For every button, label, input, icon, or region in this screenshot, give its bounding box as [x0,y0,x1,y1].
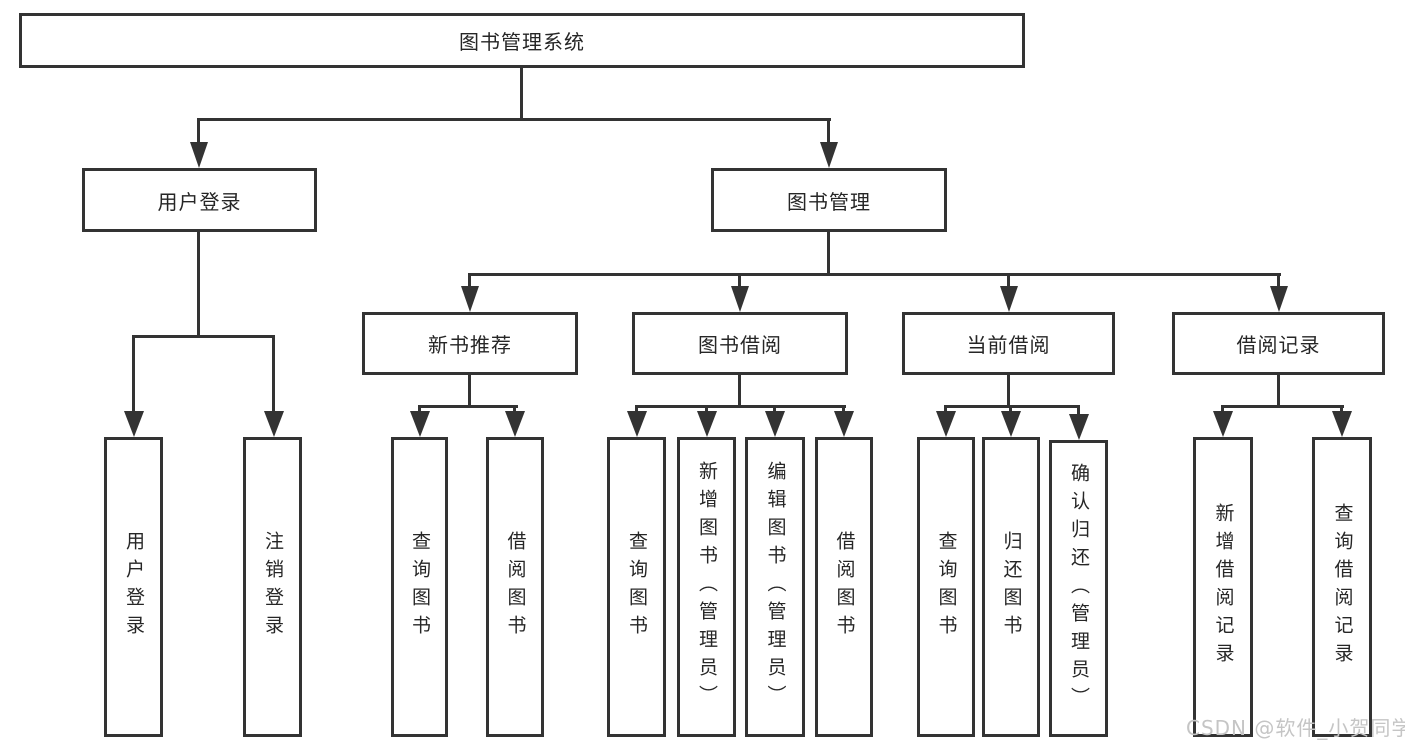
leaf-label: 注销登录 [262,531,284,643]
connector-line [197,118,831,121]
leaf-label: 查询图书 [409,531,431,643]
node-book-management-label: 图书管理 [787,189,871,214]
leaf-label: 用户登录 [123,531,145,643]
leaf-borrow-book-2: 借阅图书 [815,437,873,737]
leaf-label: 查询图书 [626,531,648,643]
leaf-add-book-admin: 新增图书（管理员） [677,437,736,737]
arrow-down-icon [1332,411,1352,437]
leaf-query-book-3: 查询图书 [917,437,975,737]
connector-line [827,232,830,273]
arrow-down-icon [410,411,430,437]
leaf-query-borrow-record: 查询借阅记录 [1312,437,1372,737]
arrow-down-icon [1213,411,1233,437]
connector-line [738,273,741,290]
arrow-down-icon [1069,414,1089,440]
leaf-borrow-book-1: 借阅图书 [486,437,544,737]
connector-line [1277,375,1280,405]
node-borrow-records-label: 借阅记录 [1236,333,1321,357]
leaf-add-borrow-record: 新增借阅记录 [1193,437,1253,737]
arrow-down-icon [1270,286,1288,312]
connector-line [132,335,275,338]
connector-line [520,68,523,120]
connector-line [468,273,471,290]
connector-line [418,405,518,408]
leaf-label: 编辑图书（管理员） [764,461,787,713]
leaf-return-book: 归还图书 [982,437,1040,737]
arrow-down-icon [1000,286,1018,312]
arrow-down-icon [697,411,717,437]
connector-line [705,405,708,415]
connector-line [944,405,947,415]
node-new-book-recommend: 新书推荐 [362,312,578,375]
arrow-down-icon [264,411,284,437]
csdn-watermark: CSDN @软件_小贺同学 [1186,716,1405,740]
arrow-down-icon [627,411,647,437]
arrow-down-icon [124,411,144,437]
leaf-edit-book-admin: 编辑图书（管理员） [745,437,805,737]
leaf-confirm-return-admin: 确认归还（管理员） [1049,440,1108,737]
connector-line [1077,405,1080,415]
leaf-label: 借阅图书 [833,531,856,643]
node-user-login: 用户登录 [82,168,317,232]
connector-line [773,405,776,415]
leaf-label: 新增借阅记录 [1212,503,1235,671]
connector-line [827,118,830,146]
leaf-label: 查询图书 [935,531,958,643]
arrow-down-icon [1001,411,1021,437]
arrow-down-icon [190,142,208,168]
connector-line [132,335,135,413]
node-borrow-records: 借阅记录 [1172,312,1385,375]
connector-line [1277,273,1280,290]
connector-line [1221,405,1224,415]
connector-line [635,405,638,415]
connector-line [197,118,200,146]
leaf-logout: 注销登录 [243,437,302,737]
arrow-down-icon [461,286,479,312]
connector-line [418,405,421,415]
connector-line [197,232,200,335]
leaf-user-login: 用户登录 [104,437,163,737]
node-user-login-label: 用户登录 [157,189,242,214]
connector-line [513,405,516,415]
leaf-query-book-1: 查询图书 [391,437,448,737]
connector-line [272,335,275,413]
connector-line [635,405,846,408]
connector-line [468,273,1281,276]
node-current-borrow-label: 当前借阅 [966,333,1051,357]
connector-line [1009,405,1012,415]
arrow-down-icon [834,411,854,437]
node-new-book-recommend-label: 新书推荐 [428,333,512,357]
leaf-query-book-2: 查询图书 [607,437,666,737]
leaf-label: 归还图书 [1000,531,1023,643]
connector-line [1007,273,1010,290]
node-book-borrow: 图书借阅 [632,312,848,375]
connector-line [1221,405,1344,408]
arrow-down-icon [505,411,525,437]
leaf-label: 查询借阅记录 [1331,503,1354,671]
arrow-down-icon [820,142,838,168]
node-book-borrow-label: 图书借阅 [698,333,782,357]
node-root: 图书管理系统 [19,13,1025,68]
connector-line [1007,375,1010,405]
connector-line [944,405,1080,408]
leaf-label: 确认归还（管理员） [1068,462,1090,715]
node-book-management: 图书管理 [711,168,947,232]
node-current-borrow: 当前借阅 [902,312,1115,375]
arrow-down-icon [936,411,956,437]
leaf-label: 新增图书（管理员） [696,461,718,713]
node-root-label: 图书管理系统 [459,30,585,54]
connector-line [1340,405,1343,415]
connector-line [842,405,845,415]
arrow-down-icon [765,411,785,437]
connector-line [468,375,471,405]
connector-line [738,375,741,405]
leaf-label: 借阅图书 [504,531,527,643]
arrow-down-icon [731,286,749,312]
